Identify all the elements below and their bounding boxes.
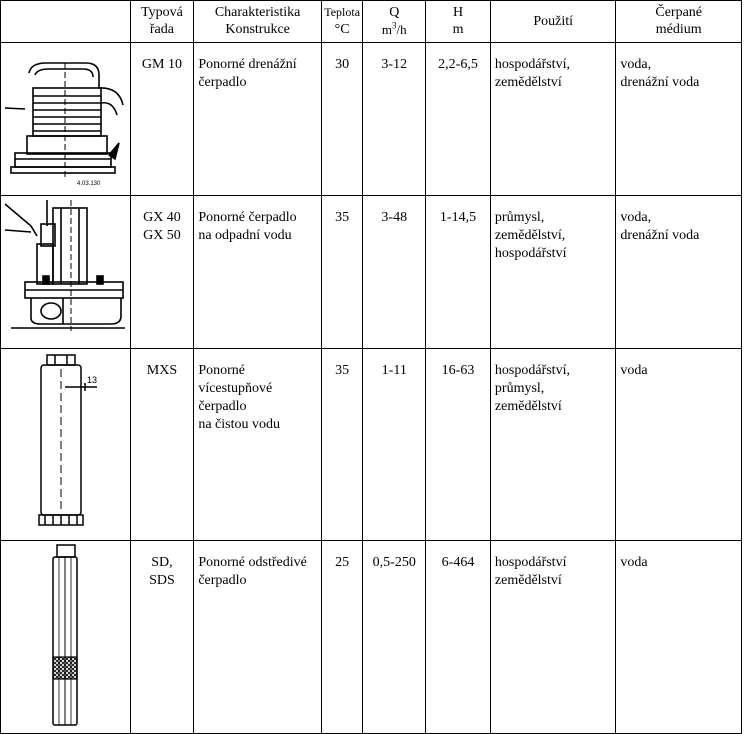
cell-medium: voda, drenážní voda bbox=[615, 195, 742, 349]
cell-medium: voda bbox=[615, 348, 742, 541]
pump-drawing-mxs: 13 bbox=[0, 348, 131, 541]
header-row: Typová řada Charakteristika Konstrukce T… bbox=[0, 0, 742, 43]
intake-mesh bbox=[52, 656, 78, 680]
cell-temperature: 25 bbox=[320, 540, 364, 734]
header-series: Typová řada bbox=[129, 0, 195, 43]
cell-series: MXS bbox=[129, 348, 195, 541]
header-flow-label: Q bbox=[389, 5, 400, 20]
cell-temperature: 30 bbox=[320, 42, 364, 196]
cell-head: 2,2-6,5 bbox=[425, 42, 491, 196]
header-flow: Q m3/h bbox=[362, 0, 427, 43]
cell-head: 1-14,5 bbox=[425, 195, 491, 349]
cell-flow: 1-11 bbox=[362, 348, 427, 541]
header-design: Charakteristika Konstrukce bbox=[193, 0, 322, 43]
header-temperature: Teplota °C bbox=[320, 0, 364, 43]
sewage-pump-drawing bbox=[4, 200, 125, 331]
header-image bbox=[0, 0, 131, 43]
header-use: Použití bbox=[489, 0, 617, 43]
borehole-pump-drawing bbox=[52, 544, 78, 726]
cell-series: GM 10 bbox=[129, 42, 195, 196]
cell-head: 16-63 bbox=[425, 348, 491, 541]
header-flow-unit: m3/h bbox=[381, 20, 407, 37]
cell-use: hospodářství zemědělství bbox=[489, 540, 617, 734]
table-row: 4.03.130 GM 10 Ponorné drenážní čerpadlo… bbox=[0, 42, 742, 196]
cell-flow: 3-48 bbox=[362, 195, 427, 349]
cell-design: Ponorné vícestupňové čerpadlo na čistou … bbox=[193, 348, 322, 541]
cell-head: 6-464 bbox=[425, 540, 491, 734]
header-medium: Čerpané médium bbox=[615, 0, 742, 43]
cell-medium: voda, drenážní voda bbox=[615, 42, 742, 196]
header-temperature-label: Teplota bbox=[324, 5, 361, 19]
cell-use: hospodářství, zemědělství bbox=[489, 42, 617, 196]
table-row: SD, SDS Ponorné odstředivé čerpadlo 25 0… bbox=[0, 540, 742, 734]
cell-series: GX 40 GX 50 bbox=[129, 195, 195, 349]
cell-flow: 0,5-250 bbox=[362, 540, 427, 734]
pump-drawing-sd bbox=[0, 540, 131, 734]
cell-medium: voda bbox=[615, 540, 742, 734]
mxs-dimension-label: 13 bbox=[87, 375, 97, 385]
pump-drawing-gm10: 4.03.130 bbox=[0, 42, 131, 196]
gm10-drawing-code: 4.03.130 bbox=[77, 181, 101, 187]
multistage-pump-drawing: 13 bbox=[38, 354, 97, 526]
table-row: GX 40 GX 50 Ponorné čerpadlo na odpadní … bbox=[0, 195, 742, 349]
cell-flow: 3-12 bbox=[362, 42, 427, 196]
drainage-pump-drawing: 4.03.130 bbox=[4, 62, 124, 187]
cell-design: Ponorné čerpadlo na odpadní vodu bbox=[193, 195, 322, 349]
cell-temperature: 35 bbox=[320, 195, 364, 349]
cell-use: průmysl, zemědělství, hospodářství bbox=[489, 195, 617, 349]
header-temperature-unit: °C bbox=[334, 22, 350, 37]
cell-design: Ponorné drenážní čerpadlo bbox=[193, 42, 322, 196]
cell-temperature: 35 bbox=[320, 348, 364, 541]
header-head: H m bbox=[425, 0, 491, 43]
cell-series: SD, SDS bbox=[129, 540, 195, 734]
cell-use: hospodářství, průmysl, zemědělství bbox=[489, 348, 617, 541]
cell-design: Ponorné odstředivé čerpadlo bbox=[193, 540, 322, 734]
pump-drawing-gx bbox=[0, 195, 131, 349]
table-row: 13 MXS Ponorné vícestupňové čerpadlo na … bbox=[0, 348, 742, 541]
